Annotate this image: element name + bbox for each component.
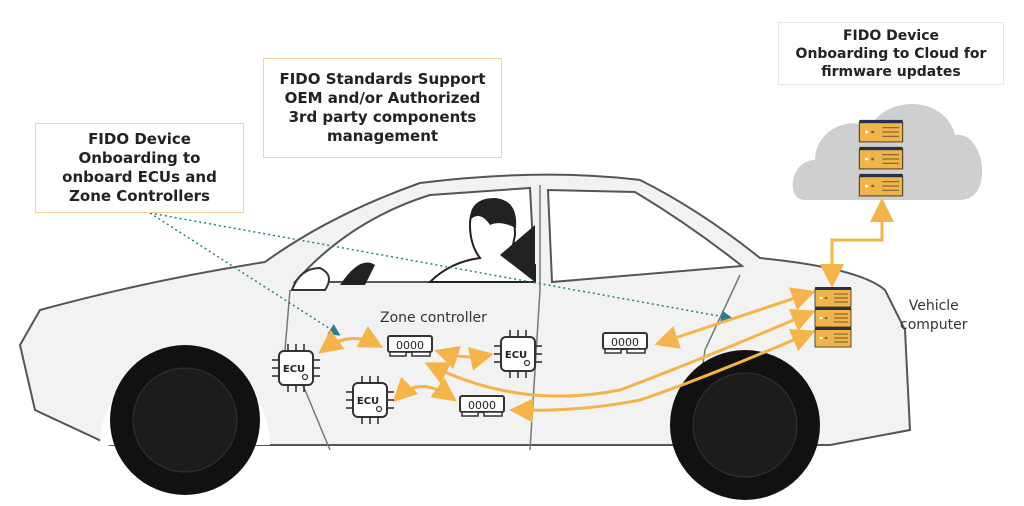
svg-text:ECU: ECU	[505, 350, 527, 361]
ecu-chip-1: ECU	[271, 343, 321, 393]
rear-window	[546, 188, 745, 284]
arrow-vc-mem2	[509, 329, 816, 423]
callout-line: firmware updates	[821, 63, 961, 80]
callout-ecu-onboarding: FIDO Device Onboarding to onboard ECUs a…	[35, 123, 244, 213]
callout-line: Onboarding to	[78, 149, 201, 167]
callout-line: FIDO Device	[842, 27, 939, 44]
callout-line: onboard ECUs and	[62, 168, 217, 186]
dotted-pointer-mem	[149, 212, 733, 323]
callout-line: 3rd party components	[288, 108, 477, 126]
svg-text:0000: 0000	[468, 399, 496, 412]
ecu-chip-3: ECU	[493, 329, 543, 379]
callout-line: management	[326, 127, 439, 145]
callout-line: FIDO Device	[88, 130, 191, 148]
cloud-server-icon	[858, 119, 904, 197]
memory-module-2: 0000	[459, 395, 505, 417]
dotted-pointer-zone	[149, 212, 341, 336]
arrow-ecu1-mem1	[318, 325, 384, 354]
arrow-vc-cloud	[820, 198, 894, 288]
callout-cloud-onboarding: FIDO Device Onboarding to Cloud for firm…	[778, 22, 1004, 85]
callout-line: FIDO Standards Support	[279, 70, 486, 88]
memory-module-3: 0000	[602, 332, 648, 354]
car	[18, 173, 912, 500]
ecu-chip-2: ECU	[345, 375, 395, 425]
callout-standards-support: FIDO Standards Support OEM and/or Author…	[263, 58, 502, 158]
callout-line: Zone Controllers	[69, 187, 210, 205]
svg-text:ECU: ECU	[357, 396, 379, 407]
svg-text:ECU: ECU	[283, 364, 305, 375]
memory-module-1: 0000	[387, 335, 433, 357]
arrow-ecu2-mem2	[392, 376, 457, 403]
label-line: computer	[900, 317, 968, 333]
side-mirror	[290, 266, 330, 291]
vehicle-computer-server-icon	[814, 286, 852, 348]
rear-wheel	[670, 350, 820, 500]
label-line: Vehicle	[908, 298, 959, 314]
front-wheel	[100, 345, 270, 495]
zone-controller-label: Zone controller	[380, 310, 487, 326]
callout-line: OEM and/or Authorized	[284, 89, 481, 107]
svg-text:0000: 0000	[396, 339, 424, 352]
vehicle-computer-label: Vehicle computer	[900, 297, 968, 335]
svg-text:0000: 0000	[611, 336, 639, 349]
callout-line: Onboarding to Cloud for	[795, 45, 987, 62]
driver-icon	[427, 198, 536, 283]
